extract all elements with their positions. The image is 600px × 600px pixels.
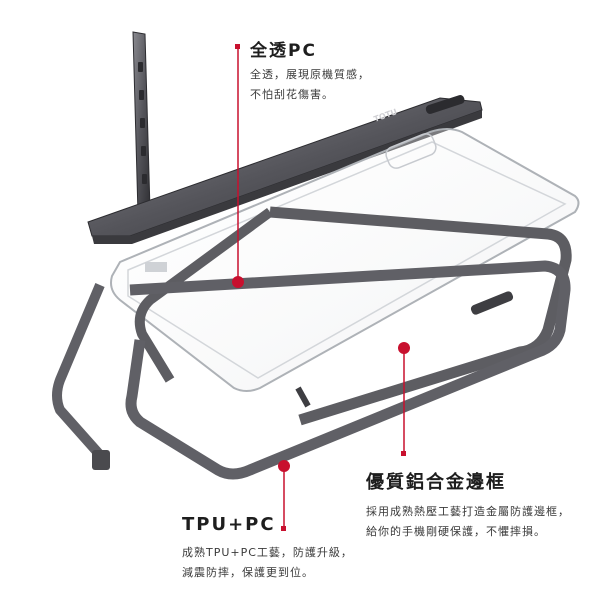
feature-title: 全透PC [250, 41, 317, 61]
feature-desc-line: 不怕刮花傷害。 [250, 88, 334, 101]
feature-aluminum: 優質鋁合金邊框 採用成熟熱壓工藝打造金屬防護邊框， 給你的手機剛硬保護，不懼摔損… [366, 468, 570, 542]
feature-title: TPU+PC [182, 514, 276, 535]
callout-dot-icon [398, 342, 410, 354]
callout-square-icon [401, 451, 406, 456]
callout-dot-icon [232, 276, 244, 288]
feature-desc-line: 減震防摔，保護更到位。 [182, 566, 314, 579]
callout-lines [237, 48, 405, 528]
feature-title: 優質鋁合金邊框 [366, 472, 506, 493]
feature-desc-line: 成熟TPU+PC工藝，防護升級， [182, 546, 353, 559]
callout-square-icon [235, 44, 240, 49]
callout-dot-icon [278, 460, 290, 472]
feature-tpu-pc: TPU+PC 成熟TPU+PC工藝，防護升級， 減震防摔，保護更到位。 [182, 514, 353, 583]
feature-clear-pc: 全透PC 全透，展現原機質感， 不怕刮花傷害。 [250, 36, 370, 105]
feature-desc-line: 採用成熟熱壓工藝打造金屬防護邊框， [366, 505, 570, 518]
kickstand-bar [87, 31, 483, 244]
feature-desc-line: 全透，展現原機質感， [250, 68, 370, 81]
tpu-pc-frame [52, 260, 571, 480]
feature-desc-line: 給你的手機剛硬保護，不懼摔損。 [366, 525, 546, 538]
callout-square-icon [281, 526, 286, 531]
clear-pc-shell [110, 128, 580, 392]
